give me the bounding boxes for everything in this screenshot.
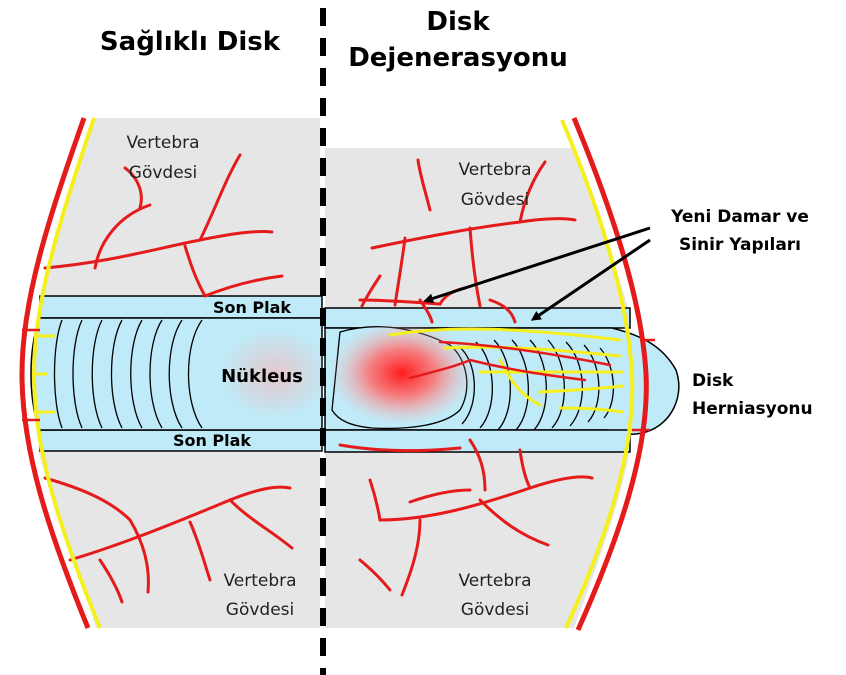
- vertebra-label-ur-2: Gövdesi: [461, 190, 529, 210]
- vertebra-label-lr-2: Gövdesi: [461, 600, 529, 620]
- heading-degeneration-line1: Disk: [426, 7, 490, 37]
- vertebra-label-ll-1: Vertebra: [223, 571, 296, 591]
- heading-degeneration-line2: Dejenerasyonu: [348, 43, 568, 73]
- vertebra-label-ll-2: Gövdesi: [226, 600, 294, 620]
- vertebra-label-ur-1: Vertebra: [458, 160, 531, 180]
- vertebra-label-ul-1: Vertebra: [126, 133, 199, 153]
- nucleus-glow-right: [330, 321, 474, 425]
- vertebra-label-ul-2: Gövdesi: [129, 163, 197, 183]
- vertebra-label-lr-1: Vertebra: [458, 571, 531, 591]
- end-plate-label-bottom: Son Plak: [173, 431, 251, 450]
- heading-healthy-disk: Sağlıklı Disk: [100, 27, 281, 57]
- nucleus-label: Nükleus: [221, 366, 303, 387]
- end-plate-label-top: Son Plak: [213, 298, 291, 317]
- herniation-label-2: Herniasyonu: [692, 399, 813, 419]
- end-plate-top-right: [325, 308, 630, 328]
- herniation-label-1: Disk: [692, 371, 734, 391]
- new-vessels-label-2: Sinir Yapıları: [679, 235, 801, 255]
- new-vessels-label-1: Yeni Damar ve: [670, 207, 809, 227]
